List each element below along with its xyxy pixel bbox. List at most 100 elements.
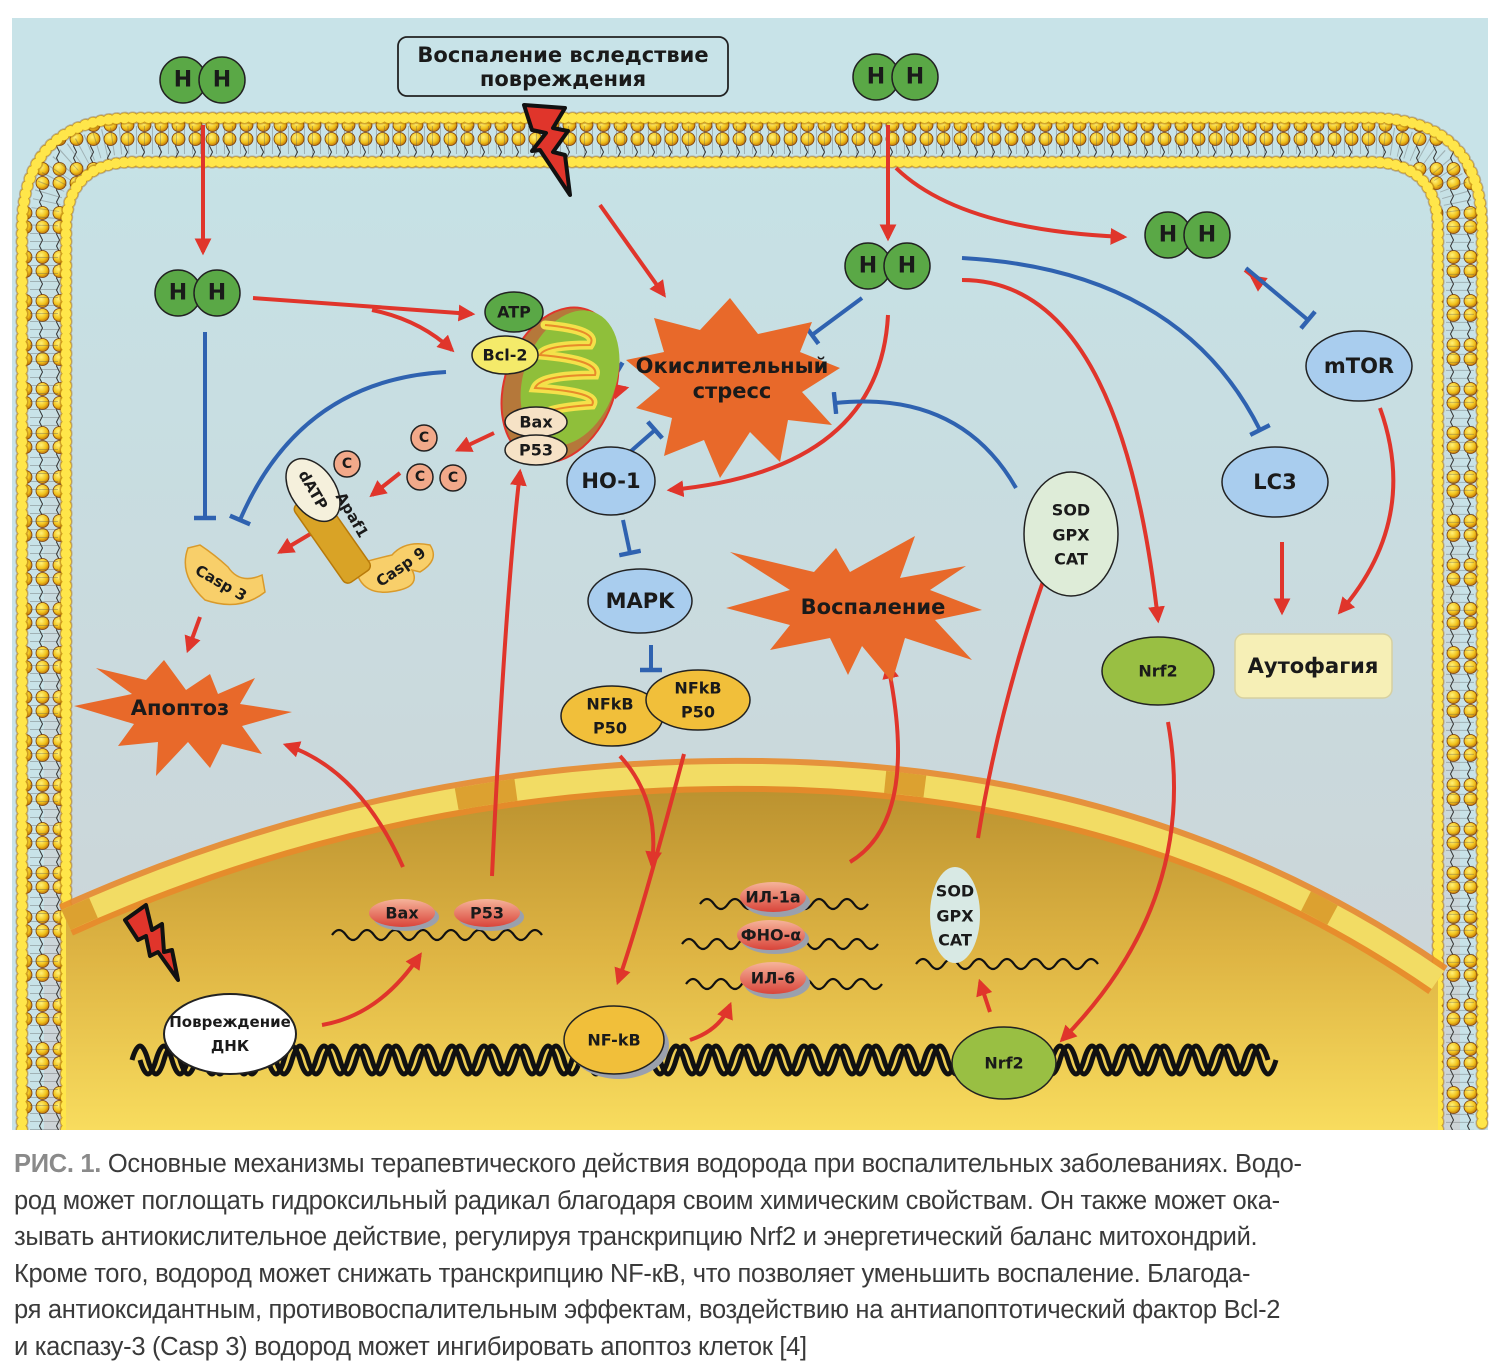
bcl2-label: Bcl-2	[483, 346, 528, 365]
gpx-label: GPX	[1052, 526, 1090, 545]
svg-text:C: C	[342, 456, 352, 472]
cat-label: CAT	[1054, 550, 1088, 569]
h2-molecule-cytoplasm-center: H H	[844, 242, 931, 290]
svg-text:C: C	[419, 430, 429, 446]
cytochrome-c-group: C C C C	[333, 424, 467, 492]
nucleus	[66, 774, 1438, 1130]
p50-label: P50	[681, 703, 715, 722]
cat-gene-label: CAT	[938, 931, 972, 950]
lc3-node: LC3	[1221, 446, 1329, 518]
mapk-node: MAPK	[587, 568, 693, 634]
mapk-label: MAPK	[606, 589, 676, 613]
lightning-icon	[522, 103, 572, 197]
p50-label: P50	[593, 719, 627, 738]
figure-caption: РИС. 1. Основные механизмы терапевтическ…	[14, 1146, 1490, 1365]
nrf2-label: Nrf2	[1138, 662, 1177, 681]
h-atom-label: H	[1159, 223, 1177, 248]
il1a-gene-pill: ИЛ-1а	[740, 882, 810, 917]
bax-gene-label: Bax	[385, 904, 419, 923]
oxidative-stress-label-line1: Окислительный	[636, 354, 829, 378]
antioxidant-enzymes-node: SOD GPX CAT	[1023, 471, 1119, 597]
nfkb-p50-dimer: NFkB P50 NFkB P50	[560, 669, 751, 747]
casp3-node: Casp 3	[184, 544, 266, 606]
bax-label: Bax	[519, 413, 553, 432]
injury-inflammation-box: Воспаление вследствие повреждения	[397, 36, 729, 97]
injury-inflammation-label-line2: повреждения	[480, 67, 646, 91]
dna-damage-label-line1: Повреждение	[169, 1013, 291, 1031]
oxidative-stress-burst: Окислительный стресс	[626, 298, 840, 478]
p53-gene-label: P53	[470, 904, 504, 923]
cell-membrane	[22, 118, 1482, 1130]
bax-gene-pill: Bax	[369, 899, 439, 931]
cytochrome-c: C	[410, 424, 438, 452]
autophagy-label: Аутофагия	[1248, 654, 1379, 678]
p53-gene-pill: P53	[454, 899, 524, 931]
h-atom-label: H	[169, 281, 187, 306]
sod-gene-label: SOD	[936, 882, 974, 901]
h-atom-label: H	[1198, 223, 1216, 248]
injury-inflammation-label-line1: Воспаление вследствие	[417, 43, 708, 67]
mtor-label: mTOR	[1324, 354, 1394, 378]
dna-damage-label-line2: ДНК	[211, 1037, 250, 1055]
caption-line: Кроме того, водород может снижать транск…	[14, 1259, 1251, 1288]
h-atom-label: H	[213, 68, 231, 93]
apoptosis-burst: Апоптоз	[74, 660, 292, 776]
h2-molecule-extracellular-right: H H	[852, 53, 939, 101]
h-atom-label: H	[859, 254, 877, 279]
atp-node: ATP	[484, 291, 544, 333]
il6-label: ИЛ-6	[751, 969, 795, 988]
cytochrome-c: C	[406, 463, 434, 491]
nfkb-node-nucleus: NF-kB	[563, 1005, 669, 1079]
inflammation-burst: Воспаление	[726, 536, 982, 682]
autophagy-box: Аутофагия	[1234, 633, 1393, 699]
h2-molecule-cytoplasm-right: H H	[1144, 211, 1231, 259]
svg-text:C: C	[448, 470, 458, 486]
caption-line: РИС. 1. Основные механизмы терапевтическ…	[14, 1146, 1490, 1183]
ho1-node: HO-1	[566, 446, 656, 516]
h-atom-label: H	[867, 65, 885, 90]
il1a-label: ИЛ-1а	[745, 888, 800, 907]
bcl2-node: Bcl-2	[471, 335, 539, 375]
nrf2-node-cytoplasm: Nrf2	[1101, 636, 1215, 706]
h-atom-label: H	[898, 254, 916, 279]
lightning-icon-nucleus	[123, 903, 180, 982]
nfkb-label: NFkB	[586, 695, 633, 714]
apoptosis-label: Апоптоз	[131, 696, 230, 720]
h2-molecule-cytoplasm-left: H H	[154, 269, 241, 317]
svg-text:C: C	[415, 469, 425, 485]
caption-line: и каспазу-3 (Casp 3) водород может ингиб…	[14, 1332, 807, 1361]
nfkb-nucleus-label: NF-kB	[587, 1031, 640, 1050]
tnfa-gene-pill: ФНО-α	[737, 920, 809, 954]
ho1-label: HO-1	[581, 469, 640, 493]
h2-molecule-extracellular-left: H H	[159, 56, 246, 104]
lc3-label: LC3	[1253, 470, 1296, 494]
tnfa-label: ФНО-α	[741, 926, 802, 945]
inflammation-label: Воспаление	[801, 595, 946, 619]
h2-mechanism-diagram: Воспаление вследствие повреждения	[12, 18, 1489, 1130]
cytochrome-c: C	[333, 450, 361, 478]
gpx-gene-label: GPX	[936, 907, 974, 926]
caption-line: ря антиоксидантным, противовоспалительны…	[14, 1296, 1281, 1324]
nrf2-nucleus-label: Nrf2	[984, 1054, 1023, 1073]
il6-gene-pill: ИЛ-6	[740, 962, 810, 999]
dna-double-helix	[129, 1043, 1279, 1077]
caption-line: род может поглощать гидроксильный радика…	[14, 1186, 1280, 1215]
h-atom-label: H	[174, 68, 192, 93]
mtor-node: mTOR	[1305, 330, 1413, 402]
nrf2-node-nucleus: Nrf2	[951, 1026, 1057, 1100]
caption-text: Основные механизмы терапевтического дейс…	[101, 1150, 1302, 1178]
antioxidant-genes-node: SOD GPX CAT	[930, 867, 980, 963]
p53-node-mito: P53	[504, 434, 568, 466]
h-atom-label: H	[906, 65, 924, 90]
oxidative-stress-label-line2: стресс	[693, 379, 772, 403]
h-atom-label: H	[208, 281, 226, 306]
p53-label: P53	[519, 441, 553, 460]
sod-label: SOD	[1052, 501, 1090, 520]
nfkb-label: NFkB	[674, 679, 721, 698]
bax-node-mito: Bax	[504, 406, 568, 438]
caption-line: зывать антиокислительное действие, регул…	[14, 1223, 1258, 1251]
cytochrome-c: C	[439, 464, 467, 492]
figure-number: РИС. 1.	[14, 1150, 102, 1178]
dna-damage-node: Повреждение ДНК	[163, 993, 297, 1075]
atp-label: ATP	[497, 303, 531, 322]
